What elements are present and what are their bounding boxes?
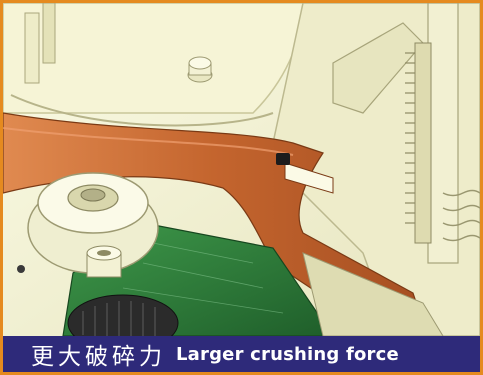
caption-bar: 更大破碎力 Larger crushing force [3, 336, 480, 372]
motor-hub [27, 172, 159, 274]
vertical-post [427, 3, 459, 264]
black-clip [276, 153, 290, 165]
circuit-traces [122, 242, 284, 314]
gear-rack [414, 42, 432, 244]
housing-rim [10, 94, 274, 127]
spring-coil [442, 189, 480, 242]
screw-left [17, 265, 25, 273]
guide-bar-left-2 [42, 3, 56, 64]
copper-blade-edge [3, 127, 294, 156]
caption-english: Larger crushing force [176, 343, 399, 365]
blade-slot [284, 162, 334, 194]
knob-top [188, 56, 212, 70]
caption-chinese: 更大破碎力 [31, 344, 166, 370]
coil [67, 294, 179, 336]
right-bracket [332, 22, 424, 114]
screw-hub [86, 245, 122, 278]
crusher-mechanism-illustration [3, 3, 480, 336]
gear-rack-teeth [405, 52, 415, 224]
guide-bar-left [24, 12, 40, 84]
base-plate [302, 252, 444, 336]
